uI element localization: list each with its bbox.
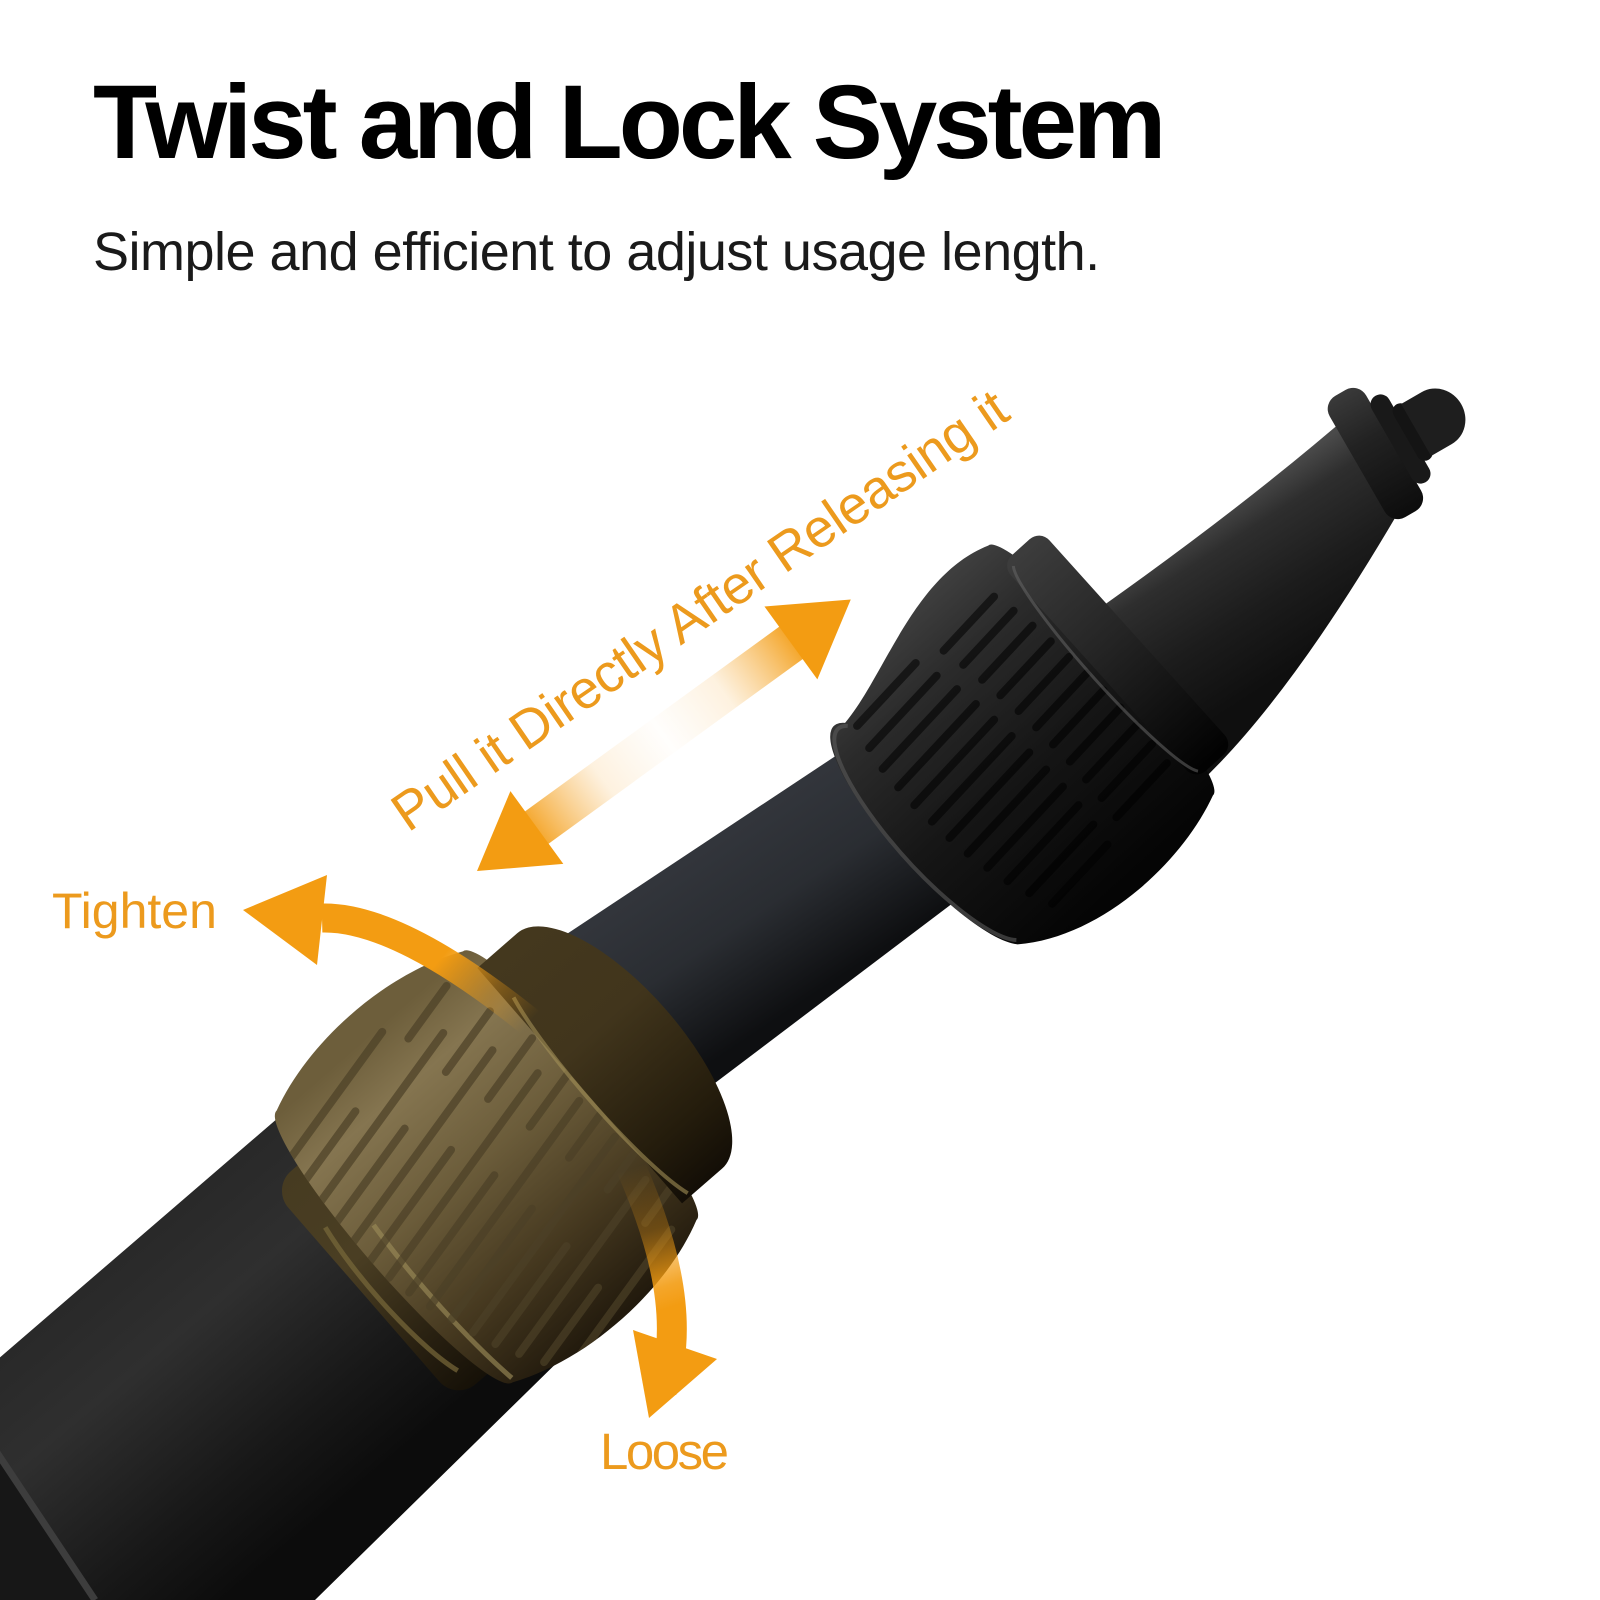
svg-text:Tighten: Tighten <box>52 883 217 939</box>
svg-text:Twist and Lock System: Twist and Lock System <box>93 64 1162 181</box>
svg-text:Loose: Loose <box>600 1423 728 1480</box>
svg-text:Simple and efficient to adjust: Simple and efficient to adjust usage len… <box>93 222 1100 282</box>
